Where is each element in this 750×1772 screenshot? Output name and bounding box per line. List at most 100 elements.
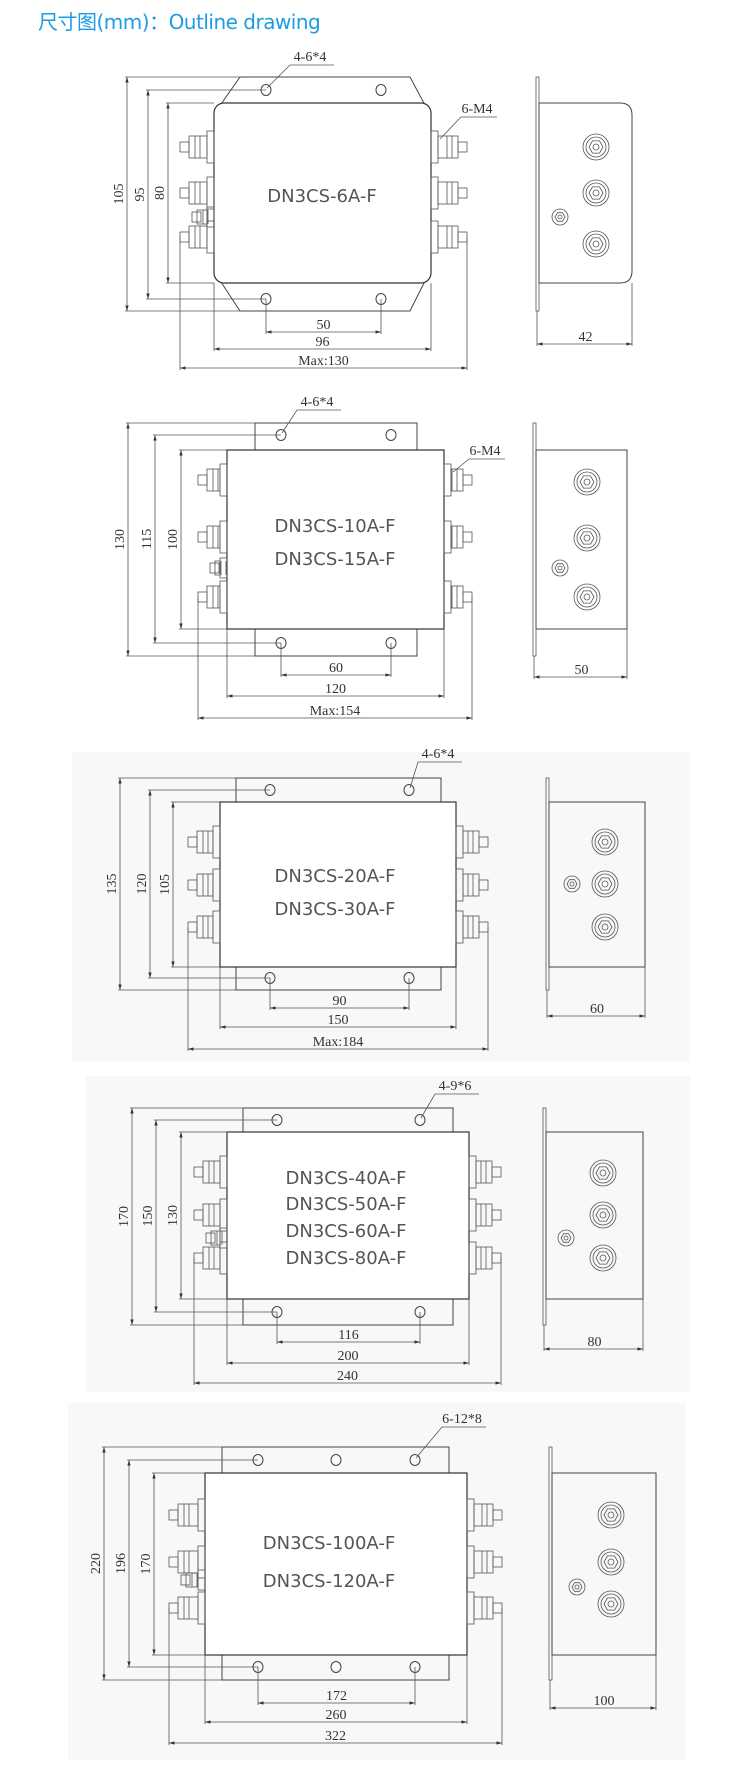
terminal-stud xyxy=(168,1498,206,1532)
model-name: DN3CS-20A-F xyxy=(275,866,396,887)
width-dimension-label: 240 xyxy=(337,1369,358,1384)
model-name: DN3CS-60A-F xyxy=(286,1221,407,1242)
filter-body xyxy=(226,1131,470,1300)
terminal-stud xyxy=(193,1198,228,1232)
ground-terminal-icon xyxy=(551,208,569,226)
filter-body xyxy=(226,449,445,630)
height-dimension-label: 130 xyxy=(166,1205,181,1226)
model-name: DN3CS-80A-F xyxy=(286,1248,407,1269)
terminal-circle-icon xyxy=(582,230,610,258)
side-view: 50 xyxy=(532,422,628,679)
ground-terminal-icon xyxy=(551,559,569,577)
height-dimension-label: 80 xyxy=(153,186,168,200)
height-dimension-label: 196 xyxy=(114,1553,129,1574)
height-dimension-label: 120 xyxy=(135,874,150,895)
height-dimension-label: 95 xyxy=(133,188,148,202)
terminal-stud xyxy=(187,825,221,859)
ground-terminal xyxy=(191,206,215,228)
terminal-spec-label: 6-M4 xyxy=(469,444,500,459)
mounting-hole xyxy=(409,1454,421,1466)
terminal-circle-icon xyxy=(597,1501,625,1529)
filter-body xyxy=(219,801,457,968)
terminal-stud xyxy=(179,220,215,254)
hole-spec-label: 4-6*4 xyxy=(422,747,455,762)
terminal-stud xyxy=(468,1198,502,1232)
terminal-stud xyxy=(455,825,489,859)
terminal-circle-icon xyxy=(573,468,601,496)
model-name: DN3CS-10A-F xyxy=(275,516,396,537)
page-title: 尺寸图(mm)：Outline drawing xyxy=(38,10,321,34)
mounting-hole xyxy=(414,1114,426,1126)
height-dimension-label: 105 xyxy=(112,184,127,205)
ground-terminal-icon xyxy=(568,1578,586,1596)
mounting-hole xyxy=(375,84,387,96)
hole-spec-label: 6-12*8 xyxy=(442,1412,482,1427)
depth-dimension-label: 100 xyxy=(594,1694,615,1709)
terminal-circle-icon xyxy=(597,1590,625,1618)
terminal-circle-icon xyxy=(591,870,619,898)
terminal-stud xyxy=(455,868,489,902)
terminal-stud xyxy=(197,520,228,554)
height-dimension-label: 105 xyxy=(158,874,173,895)
filter-body xyxy=(204,1472,468,1656)
terminal-stud xyxy=(179,130,215,164)
terminal-circle-icon xyxy=(589,1244,617,1272)
model-name: DN3CS-6A-F xyxy=(267,186,377,207)
ground-terminal-icon xyxy=(563,875,581,893)
terminal-stud xyxy=(430,176,468,210)
width-dimension-label: 322 xyxy=(325,1729,346,1744)
width-dimension-label: 96 xyxy=(316,335,330,350)
terminal-stud xyxy=(168,1545,206,1579)
terminal-stud xyxy=(197,580,228,614)
terminal-stud xyxy=(466,1498,503,1532)
height-dimension-label: 170 xyxy=(117,1206,132,1227)
hole-spec-label: 4-6*4 xyxy=(301,395,334,410)
terminal-stud xyxy=(466,1545,503,1579)
width-dimension-label: 200 xyxy=(338,1349,359,1364)
mounting-hole xyxy=(403,784,415,796)
hole-spec-label: 4-6*4 xyxy=(294,50,327,65)
mounting-hole xyxy=(330,1454,342,1466)
width-dimension-label: 116 xyxy=(338,1328,358,1343)
height-dimension-label: 135 xyxy=(105,874,120,895)
terminal-circle-icon xyxy=(589,1159,617,1187)
side-view: 80 xyxy=(542,1107,644,1351)
width-dimension-label: Max:130 xyxy=(298,354,349,369)
terminal-stud xyxy=(430,220,468,254)
depth-dimension-label: 80 xyxy=(588,1335,602,1350)
width-dimension-label: 172 xyxy=(326,1689,347,1704)
terminal-circle-icon xyxy=(597,1548,625,1576)
ground-terminal xyxy=(209,557,228,579)
width-dimension-label: 60 xyxy=(329,661,343,676)
height-dimension-label: 130 xyxy=(113,529,128,550)
model-name: DN3CS-120A-F xyxy=(263,1571,395,1592)
height-dimension-label: 150 xyxy=(141,1206,156,1227)
width-dimension-label: 90 xyxy=(333,994,347,1009)
terminal-circle-icon xyxy=(589,1201,617,1229)
model-name: DN3CS-15A-F xyxy=(275,549,396,570)
ground-terminal-icon xyxy=(557,1229,575,1247)
terminal-stud xyxy=(468,1155,502,1189)
depth-dimension-label: 60 xyxy=(590,1002,604,1017)
terminal-stud xyxy=(193,1155,228,1189)
terminal-stud xyxy=(197,463,228,497)
width-dimension-label: Max:154 xyxy=(310,704,361,719)
terminal-spec-label: 6-M4 xyxy=(461,102,492,117)
terminal-circle-icon xyxy=(582,133,610,161)
terminal-stud xyxy=(179,176,215,210)
width-dimension-label: 50 xyxy=(317,318,331,333)
terminal-stud xyxy=(443,463,473,497)
terminal-circle-icon xyxy=(573,524,601,552)
terminal-circle-icon xyxy=(591,828,619,856)
depth-dimension-label: 50 xyxy=(575,663,589,678)
terminal-stud xyxy=(187,910,221,944)
mounting-hole xyxy=(385,429,397,441)
terminal-stud xyxy=(443,520,473,554)
width-dimension-label: 150 xyxy=(328,1013,349,1028)
ground-terminal xyxy=(205,1227,228,1249)
terminal-stud xyxy=(443,580,473,614)
